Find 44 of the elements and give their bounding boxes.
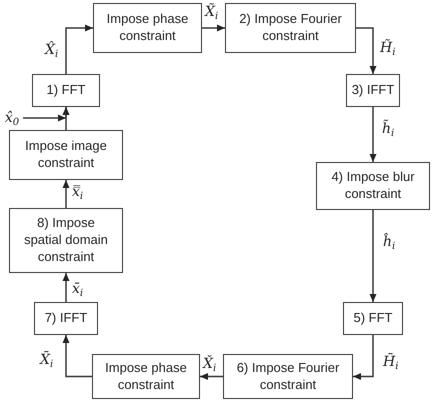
edge-label: ĥ$_{i}$: [382, 234, 396, 251]
process-box: [32, 74, 100, 107]
step-label: 1) FFT: [46, 82, 86, 99]
process-box: [9, 208, 123, 273]
arrow: [62, 335, 92, 378]
process-box: [92, 354, 200, 399]
step-label: Impose image constraint: [24, 138, 108, 172]
process-box: [9, 130, 123, 180]
step-label: 3) IFFT: [352, 82, 394, 99]
edge-label: X̃$_{i}$: [204, 4, 220, 21]
step-label: 2) Impose Fourier constraint: [238, 11, 343, 45]
edge-label: h̃$_{i}$: [381, 121, 396, 138]
process-box: [34, 302, 98, 335]
edge-label: X̌$_{i}$: [202, 356, 218, 373]
step-label: Impose phase constraint: [106, 11, 190, 45]
arrow: [65, 24, 93, 74]
edge-label: x̿$_{i}$: [71, 184, 84, 201]
process-box: [316, 162, 430, 210]
process-box: [343, 302, 403, 335]
process-box: [223, 354, 353, 399]
edge-label: H̃$_{i}$: [379, 40, 396, 57]
step-label: 8) Impose spatial domain constraint: [23, 215, 109, 266]
step-label: 4) Impose blur constraint: [330, 169, 416, 203]
edge-label: H̄$_{i}$: [382, 354, 400, 371]
arrow: [202, 24, 225, 32]
process-box: [346, 74, 400, 107]
step-label: 5) FFT: [354, 310, 392, 327]
step-label: Impose phase constraint: [104, 360, 188, 394]
arrow: [356, 27, 376, 74]
edge-label: X̄$_{i}$: [39, 352, 54, 369]
arrow: [370, 210, 376, 302]
edge-label: x̄$_{i}$: [71, 281, 84, 298]
edge-label: X̂$_{i}$: [44, 42, 60, 59]
process-box: [225, 3, 356, 53]
arrow: [353, 335, 374, 380]
arrow: [370, 107, 376, 162]
process-box: [93, 3, 202, 53]
arrow: [200, 373, 223, 380]
step-label: 6) Impose Fourier constraint: [236, 360, 340, 394]
step-label: 7) IFFT: [44, 310, 88, 327]
arrow: [23, 107, 70, 122]
arrow: [62, 180, 70, 208]
arrow: [62, 273, 70, 302]
input-variable-label: x̂$_{0}$: [4, 110, 20, 126]
